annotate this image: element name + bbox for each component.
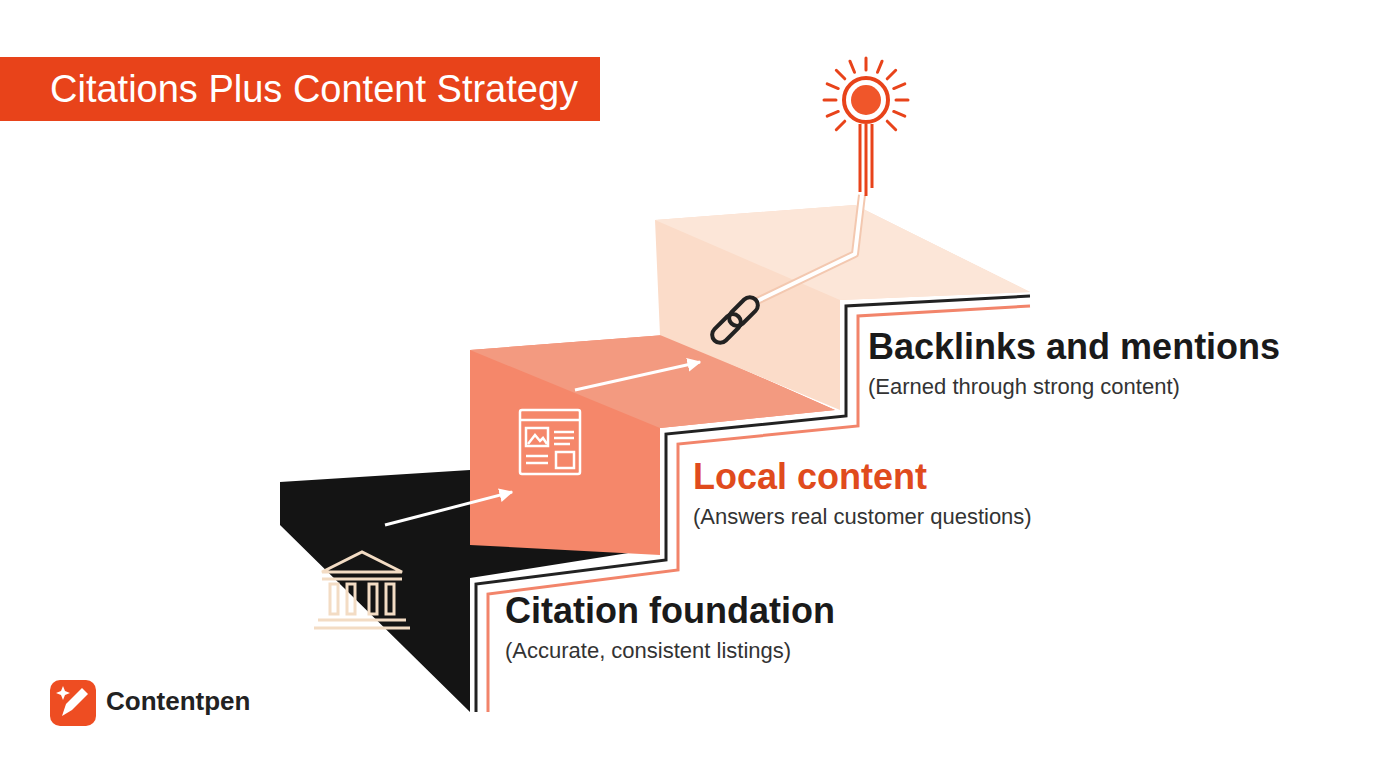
- bank-icon: [314, 552, 410, 628]
- sun-ray: [827, 84, 838, 89]
- brand-name: Contentpen: [106, 686, 250, 717]
- stair-step: Backlinks and mentions(Earned through st…: [700, 205, 760, 415]
- step-label: Citation foundation (Accurate, consistent…: [505, 590, 835, 665]
- sun-ray: [836, 121, 844, 129]
- sun-ray: [894, 111, 905, 116]
- sun-ray: [827, 111, 838, 116]
- step-label: Local content (Answers real customer ques…: [693, 456, 1032, 531]
- step-heading: Local content: [693, 456, 1032, 497]
- step-description: (Accurate, consistent listings): [505, 637, 835, 665]
- path-line: [755, 195, 862, 302]
- link-icon: [709, 294, 761, 346]
- sun-ray: [896, 99, 908, 102]
- step-label: Backlinks and mentions (Earned through st…: [868, 326, 1280, 401]
- sun-ray: [894, 84, 905, 89]
- title-band: Citations Plus Content Strategy: [0, 57, 600, 121]
- sun-ray: [877, 61, 882, 72]
- path-line: [755, 195, 862, 302]
- step-heading: Backlinks and mentions: [868, 326, 1280, 367]
- sun-ray: [865, 58, 868, 70]
- sun-ray: [887, 70, 895, 78]
- step-heading: Citation foundation: [505, 590, 835, 631]
- webpage-icon: [520, 410, 580, 474]
- step-block: [655, 205, 1030, 300]
- sun-ray: [887, 121, 895, 129]
- step-arrow: [575, 362, 700, 390]
- sun-ray: [836, 70, 844, 78]
- sun-ray: [850, 61, 855, 72]
- sun-icon: [824, 58, 908, 196]
- logo-icon: [50, 680, 96, 726]
- step-description: (Answers real customer questions): [693, 503, 1032, 531]
- stair-step: Citation foundation(Accurate, consistent…: [280, 468, 385, 712]
- sun-ray: [824, 99, 836, 102]
- stair-step: Local content(Answers real customer ques…: [512, 340, 575, 555]
- title: Citations Plus Content Strategy: [50, 68, 578, 111]
- step-description: (Earned through strong content): [868, 373, 1280, 401]
- step-arrow: [385, 492, 512, 525]
